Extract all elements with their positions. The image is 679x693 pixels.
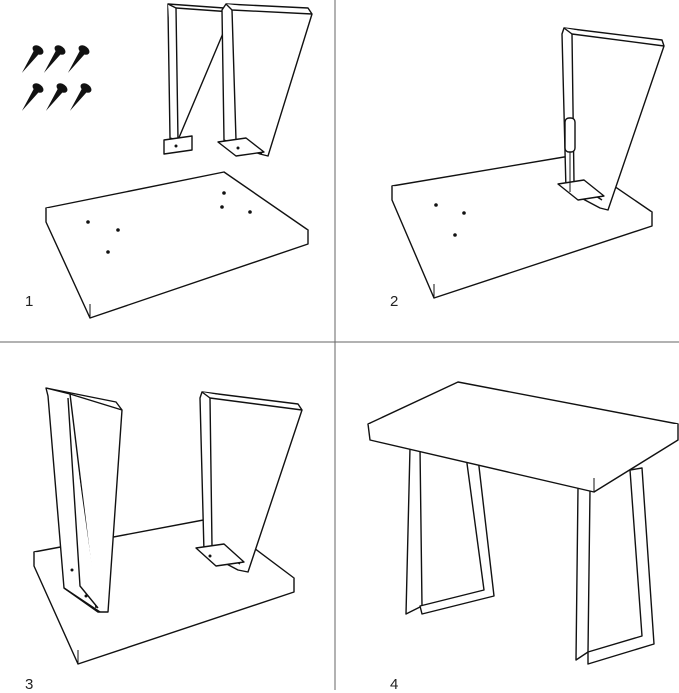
step-3-illustration [33,387,303,665]
table-leg-left [45,387,123,613]
step-number-2: 2 [390,293,399,310]
tabletop [367,381,679,493]
step-4-illustration [367,381,679,665]
step-number-1: 1 [25,293,34,310]
table-leg-right [195,391,303,573]
screws-icon [21,45,92,111]
step-number-4: 4 [390,676,399,693]
table-legs [405,447,655,665]
step-number-3: 3 [25,676,34,693]
tabletop [45,171,309,319]
screwdriver-icon [564,117,576,192]
table-leg-right [217,3,313,157]
step-1-illustration [21,3,313,319]
step-2-illustration [391,27,665,299]
